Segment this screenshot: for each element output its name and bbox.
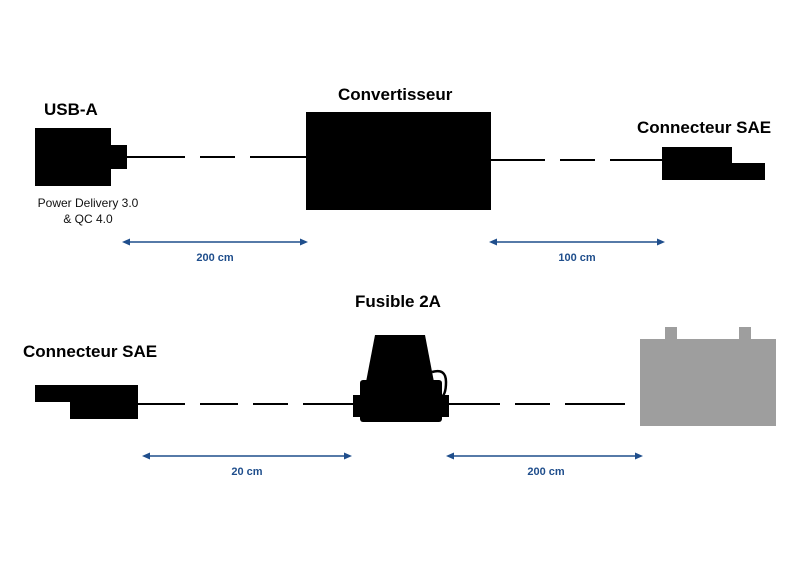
usb-a-label: USB-A (44, 100, 98, 119)
converter-label: Convertisseur (338, 85, 453, 104)
usb-note-line1: Power Delivery 3.0 (37, 196, 139, 210)
fuse-label: Fusible 2A (355, 292, 441, 311)
usb-a-plug-icon (35, 128, 127, 186)
dimension-arrow-200cm-top (122, 238, 308, 246)
sae-connector-top-label: Connecteur SAE (637, 118, 772, 137)
fuse-holder-icon (353, 335, 449, 422)
usb-note-line2: & QC 4.0 (63, 212, 113, 226)
dimension-label-200cm-top: 200 cm (196, 252, 234, 264)
dimension-arrow-100cm (489, 238, 665, 246)
sae-connector-bottom-icon (35, 385, 138, 419)
dimension-arrow-20cm (142, 452, 352, 460)
usb-note: Power Delivery 3.0 & QC 4.0 (14, 195, 162, 227)
dimension-arrow-200cm-bottom (446, 452, 643, 460)
dimension-label-200cm-bottom: 200 cm (527, 466, 565, 478)
dimension-label-100cm: 100 cm (558, 252, 596, 264)
converter-box (306, 112, 491, 210)
sae-connector-top-icon (662, 147, 765, 180)
battery-icon (640, 327, 776, 426)
sae-connector-bottom-label: Connecteur SAE (23, 342, 158, 361)
dimension-label-20cm: 20 cm (231, 466, 263, 478)
